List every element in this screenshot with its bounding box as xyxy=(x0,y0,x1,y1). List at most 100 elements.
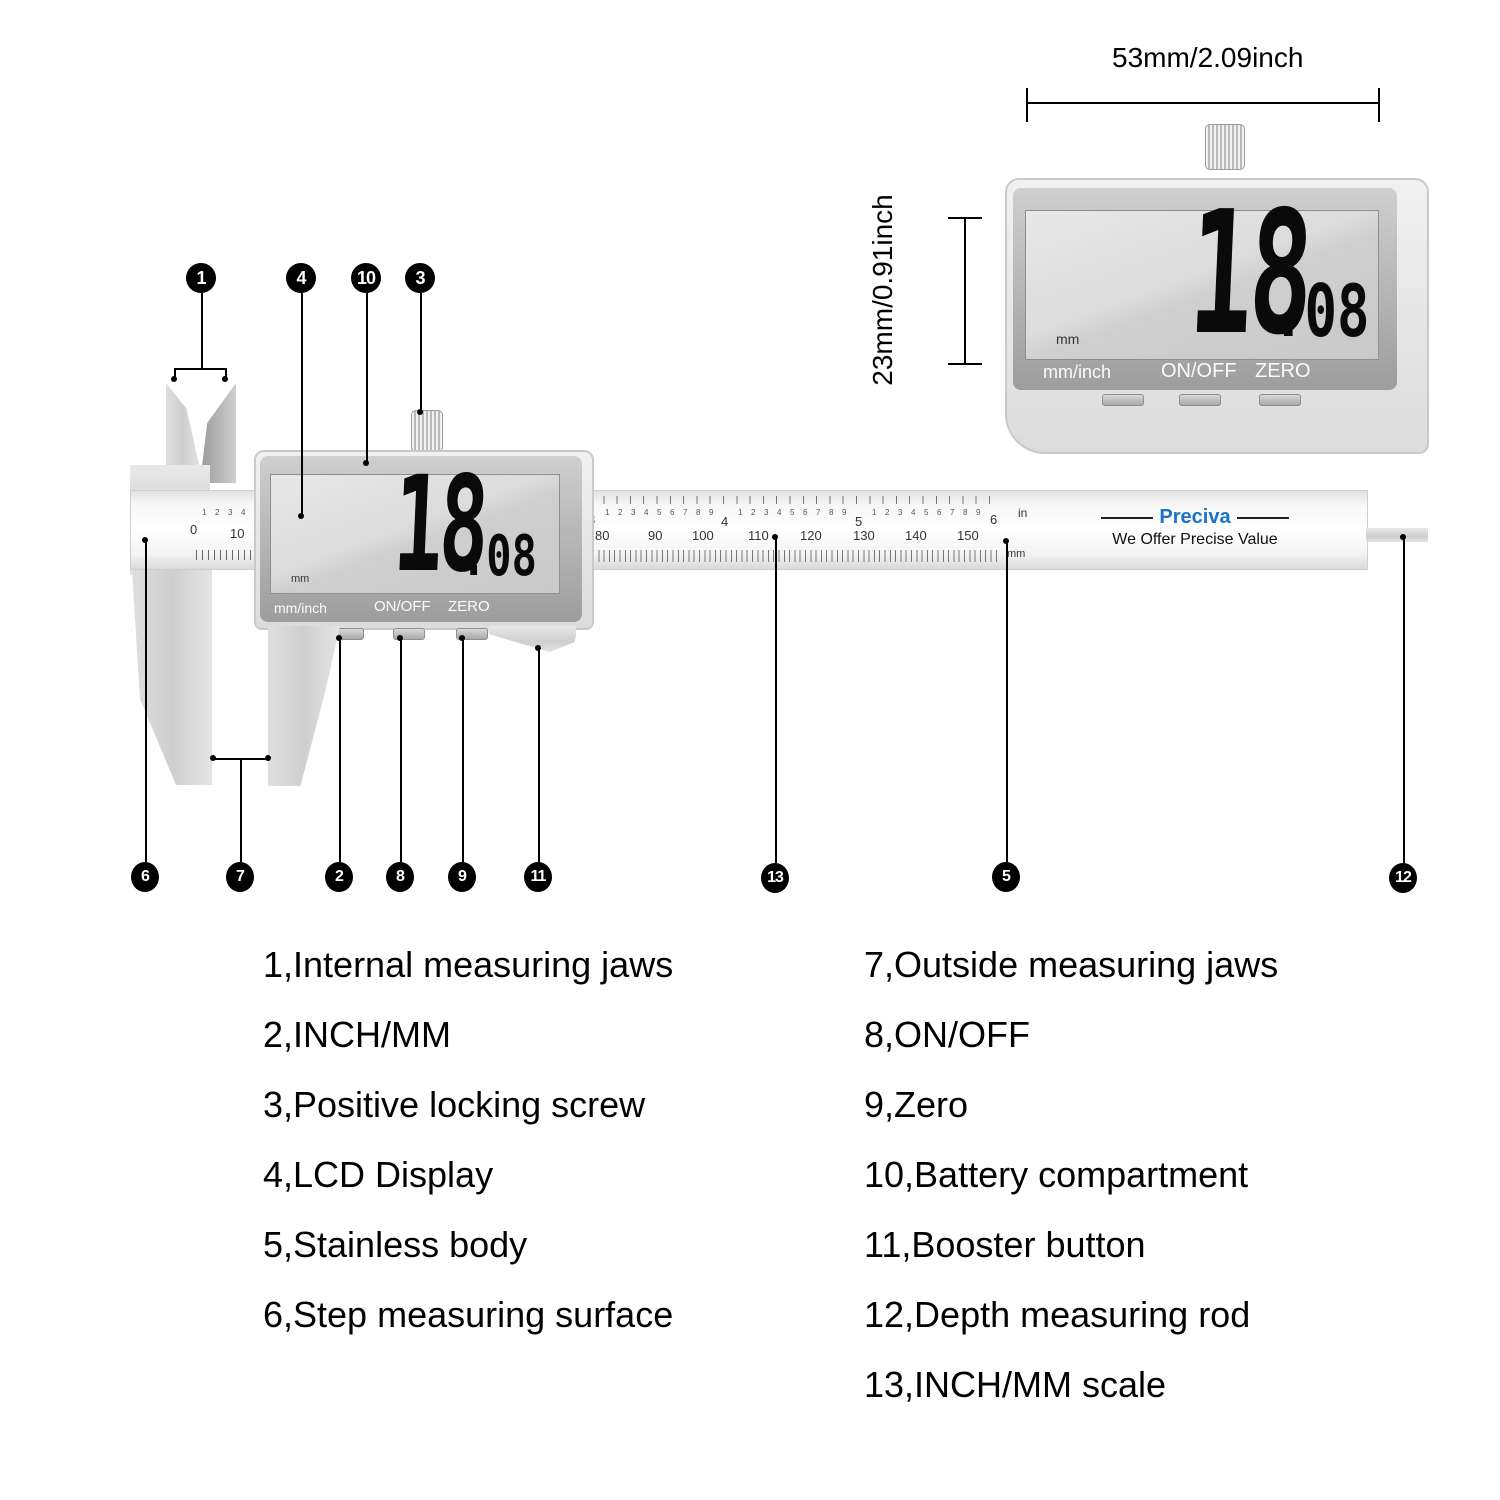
callout-10-leader xyxy=(366,293,368,463)
legend: 1,Internal measuring jaws 2,INCH/MM 3,Po… xyxy=(0,930,1500,1410)
inch-minor-label: 4 xyxy=(911,508,916,517)
legend-item-11: 11,Booster button xyxy=(864,1224,1146,1265)
inch-minor-label: 5 xyxy=(790,508,795,517)
outside-jaw-sliding xyxy=(268,626,340,786)
label-mm-inch: mm/inch xyxy=(274,600,327,616)
callout-2-leader xyxy=(339,638,341,862)
mm-label-150: 150 xyxy=(957,528,979,543)
inch-minor-label: 2 xyxy=(885,508,890,517)
callout-6: 6 xyxy=(131,862,159,892)
jaw-scale: 1 2 3 4 0 10 xyxy=(190,496,255,566)
height-dimension: 23mm/0.91inch xyxy=(860,180,1000,410)
callout-8-leader xyxy=(400,638,402,862)
detail-label-mm-inch: mm/inch xyxy=(1043,362,1112,382)
locking-screw-knob xyxy=(1205,124,1245,170)
inch-minor-label: 1 xyxy=(738,508,743,517)
legend-item-10: 10,Battery compartment xyxy=(864,1154,1249,1195)
detail-display-view: 53mm/2.09inch 18 .08 mm mm/inch ON/OFF Z… xyxy=(1000,40,1440,454)
mm-label-120: 120 xyxy=(800,528,822,543)
legend-item-8: 8,ON/OFF xyxy=(864,1014,1031,1055)
legend-item-1: 1,Internal measuring jaws xyxy=(263,944,674,985)
inch-minor-label: 8 xyxy=(829,508,834,517)
inch-minor-label: 7 xyxy=(950,508,955,517)
inch-minor-label: 9 xyxy=(709,508,714,517)
detail-mm-inch-button[interactable] xyxy=(1102,394,1144,406)
callout-9-leader xyxy=(462,638,464,862)
callout-2: 2 xyxy=(325,862,353,892)
callout-1-dot-left xyxy=(171,376,177,382)
label-on-off: ON/OFF xyxy=(374,598,431,615)
callout-4-dot xyxy=(298,513,304,519)
lcd-frame: 18 .08 mm mm/inch ON/OFF ZERO xyxy=(260,448,582,622)
mm-label-80: 80 xyxy=(595,528,610,543)
jaw-scale-mm-0: 0 xyxy=(190,522,198,537)
inch-minor-label: 3 xyxy=(631,508,636,517)
legend-item-5: 5,Stainless body xyxy=(263,1224,528,1265)
booster-button[interactable] xyxy=(488,626,576,652)
detail-lcd-reading-decimal: .08 xyxy=(1272,269,1370,353)
callout-3-leader xyxy=(420,293,422,411)
legend-item-12: 12,Depth measuring rod xyxy=(864,1294,1251,1335)
callout-1-dot-right xyxy=(222,376,228,382)
callout-12: 12 xyxy=(1389,863,1417,893)
inch-minor-label: 7 xyxy=(816,508,821,517)
inch-major-4: 4 xyxy=(721,514,729,529)
callout-3: 3 xyxy=(405,263,435,293)
jaw-scale-inch-minor-2: 2 xyxy=(215,508,220,517)
legend-item-3: 3,Positive locking screw xyxy=(263,1084,646,1125)
callout-1-bracket-left xyxy=(174,368,176,379)
inch-minor-label: 6 xyxy=(937,508,942,517)
inch-minor-label: 2 xyxy=(751,508,756,517)
detail-zero-button[interactable] xyxy=(1259,394,1301,406)
detail-label-on-off: ON/OFF xyxy=(1161,360,1237,382)
brand-row: Preciva xyxy=(1090,506,1300,529)
inch-minor-label: 4 xyxy=(777,508,782,517)
inch-major-5: 5 xyxy=(855,514,863,529)
callout-8: 8 xyxy=(386,862,414,892)
jaw-scale-mm-10: 10 xyxy=(230,526,245,541)
label-zero: ZERO xyxy=(448,598,490,615)
outside-jaw-fixed xyxy=(132,570,212,785)
inch-minor-label: 2 xyxy=(618,508,623,517)
width-dimension-tick-right xyxy=(1378,88,1380,122)
brand-rule-left xyxy=(1101,516,1154,519)
callout-11: 11 xyxy=(524,862,552,892)
callout-7-leader xyxy=(240,758,242,862)
callout-4-leader xyxy=(301,293,303,515)
mm-unit-label: mm xyxy=(1007,548,1026,560)
legend-item-6: 6,Step measuring surface xyxy=(263,1294,674,1335)
legend-item-13: 13,INCH/MM scale xyxy=(864,1364,1167,1405)
detail-label-zero: ZERO xyxy=(1255,360,1311,382)
inch-minor-label: 8 xyxy=(963,508,968,517)
height-dimension-line xyxy=(964,217,966,363)
callout-3-dot xyxy=(417,409,423,415)
callout-6-leader xyxy=(145,540,147,862)
width-dimension-label: 53mm/2.09inch xyxy=(1112,42,1304,73)
width-dimension-tick-left xyxy=(1026,88,1028,122)
caliper-diagram: 1 2 3 4 0 10 3 4 5 6 1 2 3 4 5 6 7 8 9 1… xyxy=(130,263,1428,893)
callout-10-dot xyxy=(363,460,369,466)
detail-lcd-frame: 18 .08 mm mm/inch ON/OFF ZERO xyxy=(1013,175,1397,390)
mm-label-130: 130 xyxy=(853,528,875,543)
inch-minor-label: 1 xyxy=(872,508,877,517)
detail-on-off-button[interactable] xyxy=(1179,394,1221,406)
callout-1-leader xyxy=(201,293,203,368)
mm-scale-ticks xyxy=(593,550,998,562)
inch-minor-label: 4 xyxy=(644,508,649,517)
callout-5-leader xyxy=(1006,541,1008,862)
inch-scale-ticks xyxy=(590,496,1000,504)
lcd-reading-decimal: .08 xyxy=(461,524,537,589)
locking-screw[interactable] xyxy=(411,410,443,452)
jaw-scale-ticks xyxy=(196,550,254,560)
brand-name: Preciva xyxy=(1159,506,1231,528)
inch-minor-label: 1 xyxy=(605,508,610,517)
detail-lcd-screen: 18 .08 mm xyxy=(1025,175,1379,373)
inch-minor-label: 7 xyxy=(683,508,688,517)
callout-11-leader xyxy=(538,648,540,862)
inch-minor-label: 6 xyxy=(670,508,675,517)
brand-tagline: We Offer Precise Value xyxy=(1112,531,1278,548)
inch-minor-label: 5 xyxy=(657,508,662,517)
callout-7: 7 xyxy=(226,862,254,892)
callout-12-leader xyxy=(1403,537,1405,863)
inch-minor-label: 3 xyxy=(898,508,903,517)
